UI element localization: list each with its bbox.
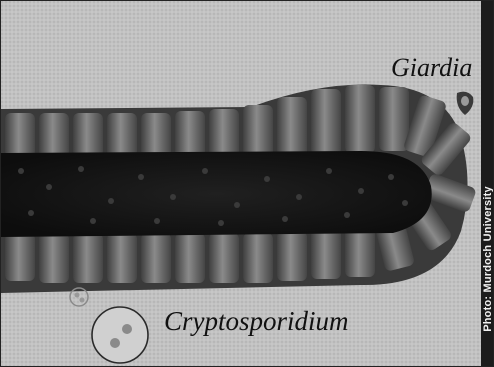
- cryptosporidium-oocyst: [92, 307, 148, 363]
- villus-lumen: [1, 151, 432, 237]
- photo-credit: Photo: Murdoch University: [482, 186, 494, 332]
- cryptosporidium-label: Cryptosporidium: [164, 306, 349, 337]
- giardia-label: Giardia: [391, 53, 472, 83]
